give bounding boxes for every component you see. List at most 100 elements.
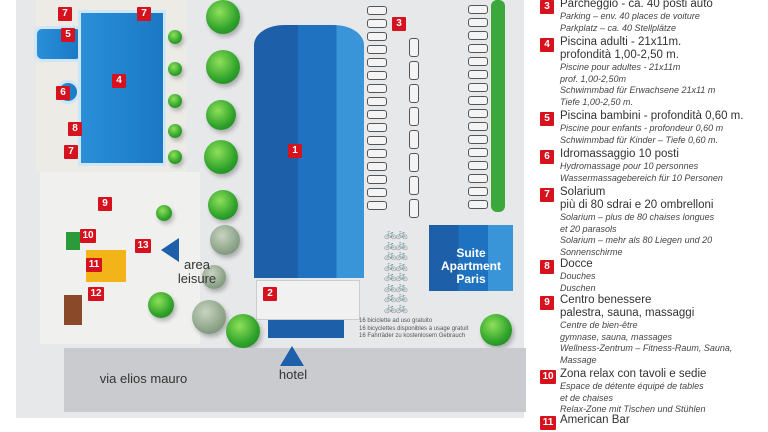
legend-title: Centro benessere [560, 294, 652, 306]
legend-marker: 7 [540, 188, 554, 202]
parked-car [367, 71, 387, 80]
tree-icon [480, 314, 512, 346]
bike-notes: 16 biciclette ad uso gratuito 16 bicycle… [359, 318, 468, 341]
legend-translation: Hydromassage pour 10 personnes [560, 161, 699, 171]
legend-marker: 10 [540, 370, 556, 384]
marker-7[interactable]: 7 [58, 7, 72, 21]
tree-icon [204, 140, 238, 174]
legend-translation: et 20 parasols [560, 223, 617, 234]
parked-car [468, 135, 488, 144]
tree-icon [156, 205, 172, 221]
legend-title: Zona relax con tavoli e sedie [560, 368, 707, 380]
marker-7[interactable]: 7 [137, 7, 151, 21]
tree-icon [226, 314, 260, 348]
hotel-entrance [268, 320, 344, 338]
parked-car [367, 97, 387, 106]
parked-car [367, 58, 387, 67]
tree-icon [210, 225, 240, 255]
tree-icon [168, 30, 182, 44]
hotel-building[interactable] [254, 25, 364, 278]
adult-pool [78, 10, 166, 166]
legend-title: Piscina bambini - profondità 0,60 m. [560, 110, 744, 122]
marker-11[interactable]: 11 [86, 258, 102, 272]
tree-icon [168, 150, 182, 164]
legend-title: Piscina adulti - 21x11m. [560, 36, 682, 48]
legend-marker: 4 [540, 38, 554, 52]
legend-translation: Relax-Zone mit Tischen und Stühlen [560, 404, 706, 414]
parked-car [367, 149, 387, 158]
parked-car [468, 96, 488, 105]
suite-apartment-building[interactable]: Suite Apartment Paris [429, 225, 513, 291]
tree-icon [206, 100, 236, 130]
legend-translation: Parking – env. 40 places de voiture [560, 11, 700, 21]
parked-car [468, 44, 488, 53]
legend-translation: Duschen [560, 282, 596, 293]
tree-icon [208, 190, 238, 220]
tree-icon [206, 0, 240, 34]
legend-translation: Schwimmbad für Kinder – Tiefe 0,60 m. [560, 134, 718, 145]
area-leisure-arrow-icon [161, 238, 179, 262]
tree-icon [168, 124, 182, 138]
bike-note: 16 Fahrräder zu kostenlosem Gebrauch [359, 333, 466, 339]
marker-4[interactable]: 4 [112, 74, 126, 88]
hotel-entrance-arrow-icon [280, 346, 304, 366]
legend-title: Solarium [560, 186, 606, 198]
area-leisure-label: area leisure [177, 257, 217, 286]
legend-marker: 8 [540, 260, 554, 274]
legend-translation: prof. 1,00-2,50m [560, 73, 627, 84]
marker-1[interactable]: 1 [288, 144, 302, 158]
legend-translation: Piscine pour adultes - 21x11m [560, 62, 681, 72]
parked-car [468, 148, 488, 157]
parked-car [409, 84, 419, 103]
legend-marker: 5 [540, 112, 554, 126]
legend-translation: Wassermassagebereich für 10 Personen [560, 172, 723, 183]
legend-title: Parcheggio - ca. 40 posti auto [560, 0, 713, 10]
parked-car [367, 188, 387, 197]
legend-translation: et de chaises [560, 392, 614, 403]
legend-translation: Tiefe 1,00-2,50 m. [560, 96, 633, 107]
parked-car [367, 45, 387, 54]
legend-title: più di 80 sdrai e 20 ombrelloni [560, 199, 714, 211]
ping-pong-table [66, 232, 80, 250]
legend-translation: Solarium – plus de 80 chaises longues [560, 212, 715, 222]
marker-6[interactable]: 6 [56, 86, 70, 100]
legend-translation: Sonnenschirme [560, 246, 623, 257]
marker-12[interactable]: 12 [88, 287, 104, 301]
hotel-label: hotel [278, 367, 308, 382]
kids-pool [34, 26, 84, 62]
legend-title: American Bar [560, 414, 630, 426]
legend-translation: Schwimmbad für Erwachsene 21x11 m [560, 85, 716, 95]
legend-translation: Piscine pour enfants - profondeur 0,60 m [560, 123, 724, 133]
parked-car [367, 201, 387, 210]
legend-title: Idromassaggio 10 posti [560, 148, 679, 160]
legend-translation: Solarium – mehr als 80 Liegen und 20 [560, 235, 713, 245]
marker-9[interactable]: 9 [98, 197, 112, 211]
parked-car [409, 199, 419, 218]
parked-car [409, 153, 419, 172]
parked-car [468, 161, 488, 170]
marker-2[interactable]: 2 [263, 287, 277, 301]
tree-icon [202, 265, 226, 289]
parked-car [367, 32, 387, 41]
tree-icon [206, 50, 240, 84]
marker-5[interactable]: 5 [61, 28, 75, 42]
road-label: via elios mauro [99, 371, 188, 386]
tree-icon [168, 94, 182, 108]
parked-car [468, 122, 488, 131]
parked-car [367, 110, 387, 119]
tree-icon [168, 62, 182, 76]
tree-icon [148, 292, 174, 318]
marker-8[interactable]: 8 [68, 122, 82, 136]
marker-10[interactable]: 10 [80, 229, 96, 243]
marker-3[interactable]: 3 [392, 17, 406, 31]
legend-title: palestra, sauna, massaggi [560, 307, 695, 319]
bike-note: 16 biciclette ad uso gratuito [359, 318, 433, 324]
legend-title: profondità 1,00-2,50 m. [560, 49, 679, 61]
bike-note: 16 bicyclettes disponibles à usage gratu… [359, 325, 469, 332]
parked-car [367, 6, 387, 15]
marker-7[interactable]: 7 [64, 145, 78, 159]
parked-car [409, 130, 419, 149]
legend-marker: 11 [540, 416, 556, 430]
marker-13[interactable]: 13 [135, 239, 151, 253]
parked-car [468, 57, 488, 66]
